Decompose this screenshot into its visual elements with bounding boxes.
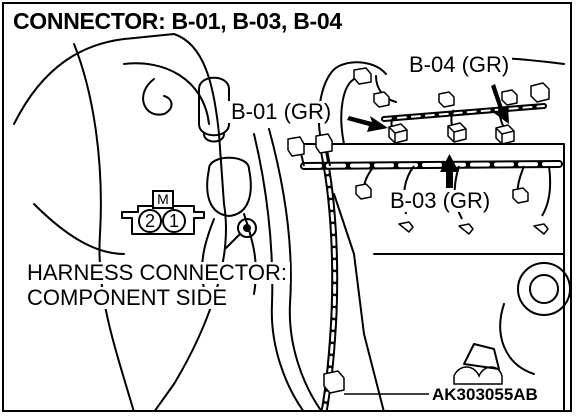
engine-block	[303, 143, 565, 410]
connector-b-04b	[495, 124, 515, 145]
connector-marker: M	[152, 190, 174, 209]
label-b-01: B-01 (GR)	[228, 101, 335, 123]
arrow-b-04	[491, 84, 509, 124]
ground-terminal-icon	[237, 218, 257, 238]
connector-b-04a	[447, 122, 467, 143]
component-side-label: COMPONENT SIDE	[24, 287, 231, 309]
label-b-04: B-04 (GR)	[406, 54, 513, 76]
bolt-icon	[517, 262, 570, 316]
page-title: CONNECTOR: B-01, B-03, B-04	[10, 10, 345, 33]
arrow-b-01	[347, 116, 388, 132]
upper-harness	[381, 103, 547, 122]
connector-pin: 1	[162, 209, 186, 233]
connector-b-01	[388, 123, 408, 144]
figure-code: AK303055AB	[429, 386, 541, 403]
harness-connector-label: HARNESS CONNECTOR:	[24, 262, 290, 284]
connector-b-03	[355, 183, 372, 200]
label-b-03: B-03 (GR)	[387, 190, 494, 212]
arrow-b-03	[440, 154, 459, 188]
reservoir-cap	[198, 76, 230, 137]
sensor-body	[206, 156, 252, 217]
diagram-frame: CONNECTOR: B-01, B-03, B-04 B-04 (GR) B-…	[2, 2, 572, 412]
engine-bay-illustration	[13, 33, 570, 410]
connector-pin: 2	[138, 209, 162, 233]
hose	[253, 133, 304, 410]
engine-outline	[73, 43, 135, 410]
